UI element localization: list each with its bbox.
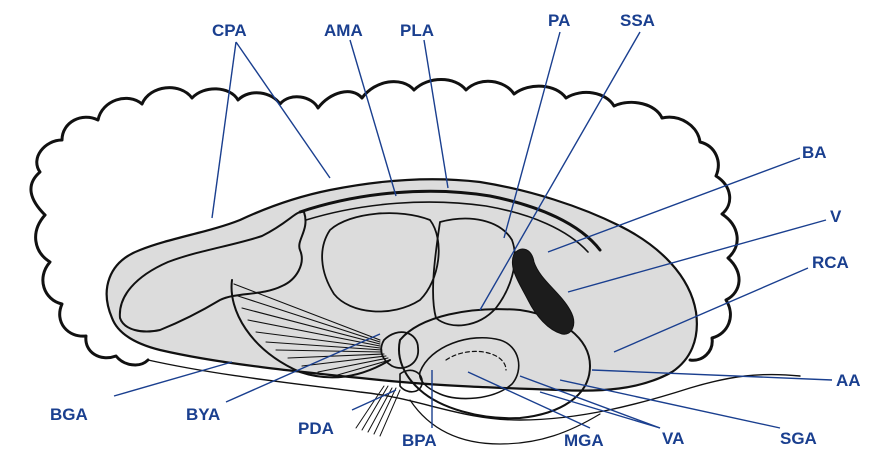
label-rca: RCA	[812, 253, 849, 272]
label-bpa: BPA	[402, 431, 437, 450]
label-ama: AMA	[324, 21, 363, 40]
label-mga: MGA	[564, 431, 604, 450]
label-v: V	[830, 207, 842, 226]
label-ba: BA	[802, 143, 827, 162]
label-pa: PA	[548, 11, 570, 30]
label-bya: BYA	[186, 405, 220, 424]
medial-surface	[107, 179, 697, 390]
label-cpa: CPA	[212, 21, 247, 40]
label-ssa: SSA	[620, 11, 655, 30]
label-sga: SGA	[780, 429, 817, 448]
label-aa: AA	[836, 371, 861, 390]
label-va: VA	[662, 429, 684, 448]
pituitary-stalk	[356, 386, 400, 436]
label-pda: PDA	[298, 419, 334, 438]
label-pla: PLA	[400, 21, 434, 40]
label-bga: BGA	[50, 405, 88, 424]
